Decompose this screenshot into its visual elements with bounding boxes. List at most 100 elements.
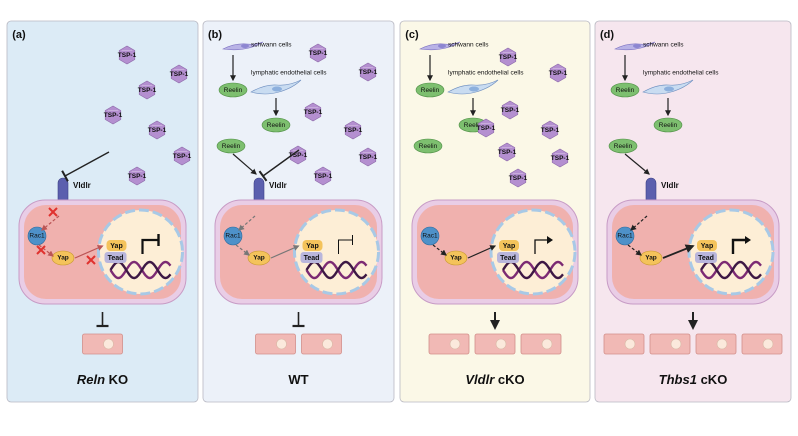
tsp1-protein: TSP-1 [104, 105, 123, 125]
vldlr-to-rac1-arrow [630, 215, 648, 231]
daughter-cell [695, 333, 737, 355]
tsp1-protein: TSP-1 [304, 102, 323, 122]
tsp1-label: TSP-1 [309, 50, 328, 57]
proliferation-inhibited [292, 312, 305, 328]
nucleus [293, 208, 380, 296]
tsp1-protein: TSP-1 [289, 145, 308, 165]
proliferation-inhibited [96, 312, 109, 328]
tsp1-protein: TSP-1 [170, 64, 189, 84]
inhibition-x-icon [48, 207, 58, 217]
panel-caption: Reln KO [77, 372, 128, 387]
panel-caption: WT [288, 372, 308, 387]
tead [695, 252, 717, 263]
vldlr-label: Vldlr [269, 181, 287, 190]
tead [104, 252, 127, 263]
daughter-cell [474, 333, 516, 355]
tsp1-label: TSP-1 [128, 173, 147, 180]
transcription-active-icon [731, 236, 751, 254]
tsp1-label: TSP-1 [509, 175, 528, 182]
tsp1-inhibits-vldlr [258, 149, 300, 182]
lymphatic-endothelial-cell-icon [447, 79, 499, 95]
rac1-to-yap-arrow [235, 244, 250, 256]
reelin-ellipse [653, 117, 683, 133]
tsp1-label: TSP-1 [501, 107, 520, 114]
yap-nuclear-translocation-arrow [270, 245, 300, 259]
rac1 [420, 226, 440, 246]
vldlr-to-rac1-arrow [238, 215, 256, 231]
tsp1-protein: TSP-1 [551, 148, 570, 168]
nuclear-yap-label: Yap [306, 243, 318, 250]
nucleus [97, 208, 184, 296]
reelin-label: Reelin [421, 87, 440, 94]
lymphatic-cells-label: lymphatic endothelial cells [643, 70, 719, 77]
reelin-label: Reelin [222, 143, 241, 150]
tsp1-protein: TSP-1 [509, 168, 528, 188]
panel-caption: Thbs1 cKO [659, 372, 728, 387]
caption-gene: Vldlr [465, 372, 495, 387]
reelin-protein: Reelin [413, 138, 443, 154]
daughter-cell [428, 333, 470, 355]
rac1 [223, 226, 243, 246]
tsp1-label: TSP-1 [551, 155, 570, 162]
panel-letter: (b) [208, 29, 222, 41]
rac1-label: Rac1 [617, 233, 633, 240]
tsp1-protein: TSP-1 [498, 142, 517, 162]
tsp1-label: TSP-1 [104, 112, 123, 119]
schwann-cells-label: schwann cells [448, 42, 489, 49]
cytoplasmic-yap-label: Yap [57, 255, 69, 262]
reelin-protein: Reelin [608, 138, 638, 154]
tsp1-protein: TSP-1 [359, 147, 378, 167]
rac1-label: Rac1 [29, 233, 45, 240]
caption-genotype: KO [105, 372, 128, 387]
blocked-signal-arrow [74, 245, 104, 259]
cytoplasmic-yap [247, 250, 271, 266]
caption-gene: Reln [77, 372, 105, 387]
rac1 [615, 226, 635, 246]
reelin-protein: Reelin [415, 82, 445, 98]
reelin-label: Reelin [464, 122, 483, 129]
reelin-label: Reelin [659, 122, 678, 129]
daughter-cell [649, 333, 691, 355]
lymphatic-cells-label: lymphatic endothelial cells [448, 70, 524, 77]
schwann-cells-label: schwann cells [643, 42, 684, 49]
rac1 [27, 226, 47, 246]
nuclear-yap [302, 240, 323, 251]
reelin-activates-vldlr [624, 153, 650, 175]
reelin-protein: Reelin [218, 82, 248, 98]
reelin-ellipse [415, 82, 445, 98]
tsp1-protein: TSP-1 [118, 45, 137, 65]
cytoplasmic-yap [444, 250, 468, 266]
tead [300, 252, 323, 263]
inhibition-x-icon [36, 245, 46, 255]
daughter-cell [741, 333, 783, 355]
reelin-activates-vldlr [232, 153, 257, 175]
tead-label: Tead [108, 255, 124, 262]
tsp1-label: TSP-1 [314, 173, 333, 180]
nuclear-yap [106, 240, 127, 251]
nuclear-yap-label: Yap [110, 243, 122, 250]
blocked-signal-arrow [38, 244, 54, 257]
tsp1-protein: TSP-1 [477, 118, 496, 138]
yap-nuclear-translocation-arrow [662, 244, 695, 259]
tsp1-label: TSP-1 [498, 149, 517, 156]
tsp1-protein: TSP-1 [359, 62, 378, 82]
tsp1-protein: TSP-1 [173, 146, 192, 166]
panel-caption: Vldlr cKO [465, 372, 524, 387]
caption-genotype: cKO [494, 372, 524, 387]
tsp1-label: TSP-1 [289, 152, 308, 159]
tsp1-protein: TSP-1 [148, 120, 167, 140]
tsp1-label: TSP-1 [359, 154, 378, 161]
schwann-cell-icon [419, 41, 461, 51]
tsp1-label: TSP-1 [359, 69, 378, 76]
tsp1-label: TSP-1 [477, 125, 496, 132]
lymphatic-endothelial-cell-icon [642, 79, 694, 95]
panel-letter: (d) [600, 29, 614, 41]
schwann-cell-icon [614, 41, 656, 51]
tsp1-label: TSP-1 [541, 127, 560, 134]
nuclear-yap-label: Yap [503, 243, 515, 250]
tsp1-label: TSP-1 [173, 153, 192, 160]
panel-a: (a)TSP-1TSP-1TSP-1TSP-1TSP-1TSP-1TSP-1Vl… [6, 20, 199, 403]
